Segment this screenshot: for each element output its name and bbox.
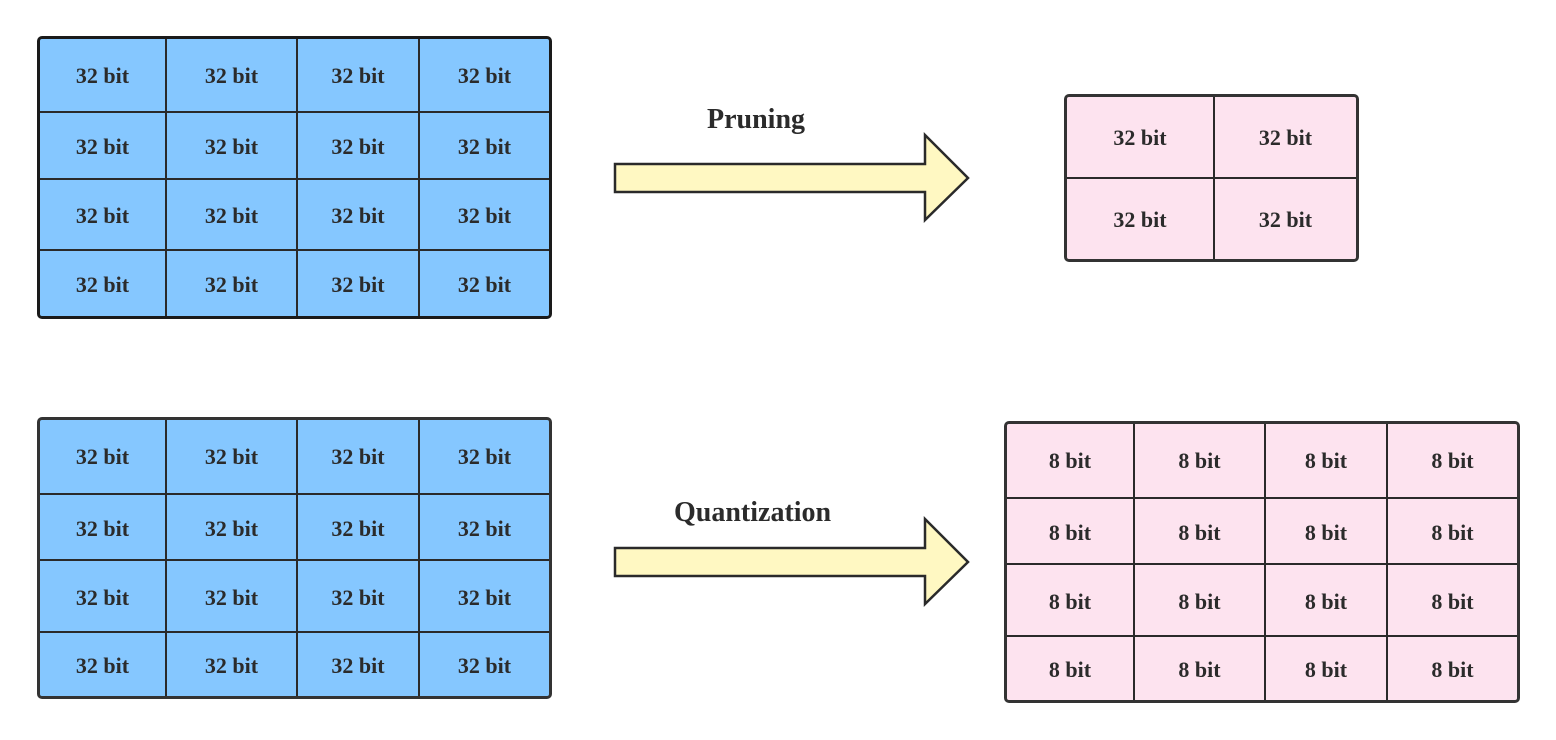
matrix-cell: 8 bit: [1048, 588, 1092, 614]
matrix-cell: 32 bit: [75, 271, 130, 297]
matrix-cell: 32 bit: [296, 180, 418, 252]
matrix-cell: 8 bit: [1133, 637, 1264, 700]
matrix-row: 8 bit 8 bit 8 bit 8 bit: [1007, 497, 1517, 566]
matrix-cell: 8 bit: [1264, 565, 1386, 638]
matrix-cell: 32 bit: [1113, 124, 1167, 150]
matrix-cell: 32 bit: [165, 495, 296, 562]
arrow-shape: [613, 131, 970, 223]
matrix-cell: 32 bit: [418, 180, 549, 252]
matrix-cell: 32 bit: [296, 561, 418, 634]
matrix-cell: 8 bit: [1264, 637, 1386, 700]
matrix-cell: 8 bit: [1133, 424, 1264, 498]
matrix-row: 8 bit 8 bit 8 bit 8 bit: [1007, 635, 1517, 700]
matrix-cell: 32 bit: [165, 180, 296, 252]
matrix-cell: 8 bit: [1386, 424, 1517, 498]
matrix-cell: 8 bit: [1386, 565, 1517, 638]
matrix-cell: 32 bit: [296, 113, 418, 181]
matrix-cell: 8 bit: [1048, 448, 1092, 473]
quantization-arrow: [613, 515, 970, 607]
matrix-cell: 32 bit: [165, 113, 296, 181]
matrix-row: 32 bit 32 bit 32 bit 32 bit: [40, 111, 549, 181]
matrix-cell: 32 bit: [165, 251, 296, 316]
matrix-cell: 32 bit: [296, 633, 418, 696]
matrix-row: 8 bit 8 bit 8 bit 8 bit: [1007, 424, 1517, 498]
quantization-target-matrix: 8 bit 8 bit 8 bit 8 bit 8 bit 8 bit 8 bi…: [1004, 421, 1520, 703]
matrix-cell: 32 bit: [165, 420, 296, 494]
matrix-cell: 32 bit: [1113, 207, 1167, 232]
matrix-cell: 8 bit: [1048, 519, 1092, 545]
matrix-cell: 8 bit: [1264, 499, 1386, 566]
matrix-cell: 32 bit: [296, 420, 418, 494]
matrix-cell: 8 bit: [1386, 637, 1517, 700]
matrix-row: 8 bit 8 bit 8 bit 8 bit: [1007, 563, 1517, 638]
pruning-target-matrix: 32 bit 32 bit 32 bit 32 bit: [1064, 94, 1359, 262]
matrix-row: 32 bit 32 bit 32 bit 32 bit: [40, 420, 549, 494]
matrix-cell: 32 bit: [296, 39, 418, 112]
matrix-cell: 8 bit: [1048, 656, 1092, 682]
arrow-shape: [613, 515, 970, 607]
matrix-row: 32 bit 32 bit 32 bit 32 bit: [40, 249, 549, 316]
matrix-row: 32 bit 32 bit 32 bit 32 bit: [40, 493, 549, 562]
matrix-cell: 32 bit: [75, 134, 130, 159]
quantization-source-matrix: 32 bit 32 bit 32 bit 32 bit 32 bit 32 bi…: [37, 417, 552, 699]
matrix-cell: 32 bit: [165, 39, 296, 112]
quantization-label: Quantization: [674, 497, 832, 528]
matrix-cell: 32 bit: [418, 113, 549, 181]
matrix-cell: 32 bit: [75, 62, 130, 88]
matrix-row: 32 bit 32 bit 32 bit 32 bit: [40, 631, 549, 696]
matrix-cell: 32 bit: [418, 495, 549, 562]
matrix-cell: 8 bit: [1386, 499, 1517, 566]
matrix-cell: 32 bit: [75, 652, 130, 678]
matrix-cell: 32 bit: [418, 39, 549, 112]
matrix-row: 32 bit 32 bit: [1067, 177, 1356, 259]
pruning-label: Pruning: [707, 104, 806, 135]
matrix-row: 32 bit 32 bit 32 bit 32 bit: [40, 39, 549, 112]
matrix-cell: 32 bit: [296, 251, 418, 316]
matrix-cell: 8 bit: [1133, 499, 1264, 566]
pruning-arrow: [613, 131, 970, 223]
pruning-source-matrix: 32 bit 32 bit 32 bit 32 bit 32 bit 32 bi…: [37, 36, 552, 319]
matrix-cell: 32 bit: [296, 495, 418, 562]
matrix-cell: 8 bit: [1133, 565, 1264, 638]
matrix-cell: 32 bit: [418, 561, 549, 634]
matrix-cell: 32 bit: [165, 561, 296, 634]
matrix-cell: 32 bit: [165, 633, 296, 696]
matrix-row: 32 bit 32 bit 32 bit 32 bit: [40, 178, 549, 252]
matrix-cell: 32 bit: [75, 444, 130, 469]
matrix-cell: 32 bit: [418, 633, 549, 696]
matrix-cell: 32 bit: [418, 251, 549, 316]
matrix-cell: 32 bit: [75, 515, 130, 541]
matrix-row: 32 bit 32 bit: [1067, 97, 1356, 178]
matrix-row: 32 bit 32 bit 32 bit 32 bit: [40, 559, 549, 634]
matrix-cell: 32 bit: [75, 203, 130, 228]
matrix-cell: 32 bit: [1213, 179, 1356, 259]
matrix-cell: 8 bit: [1264, 424, 1386, 498]
matrix-cell: 32 bit: [418, 420, 549, 494]
matrix-cell: 32 bit: [75, 584, 130, 610]
matrix-cell: 32 bit: [1213, 97, 1356, 178]
